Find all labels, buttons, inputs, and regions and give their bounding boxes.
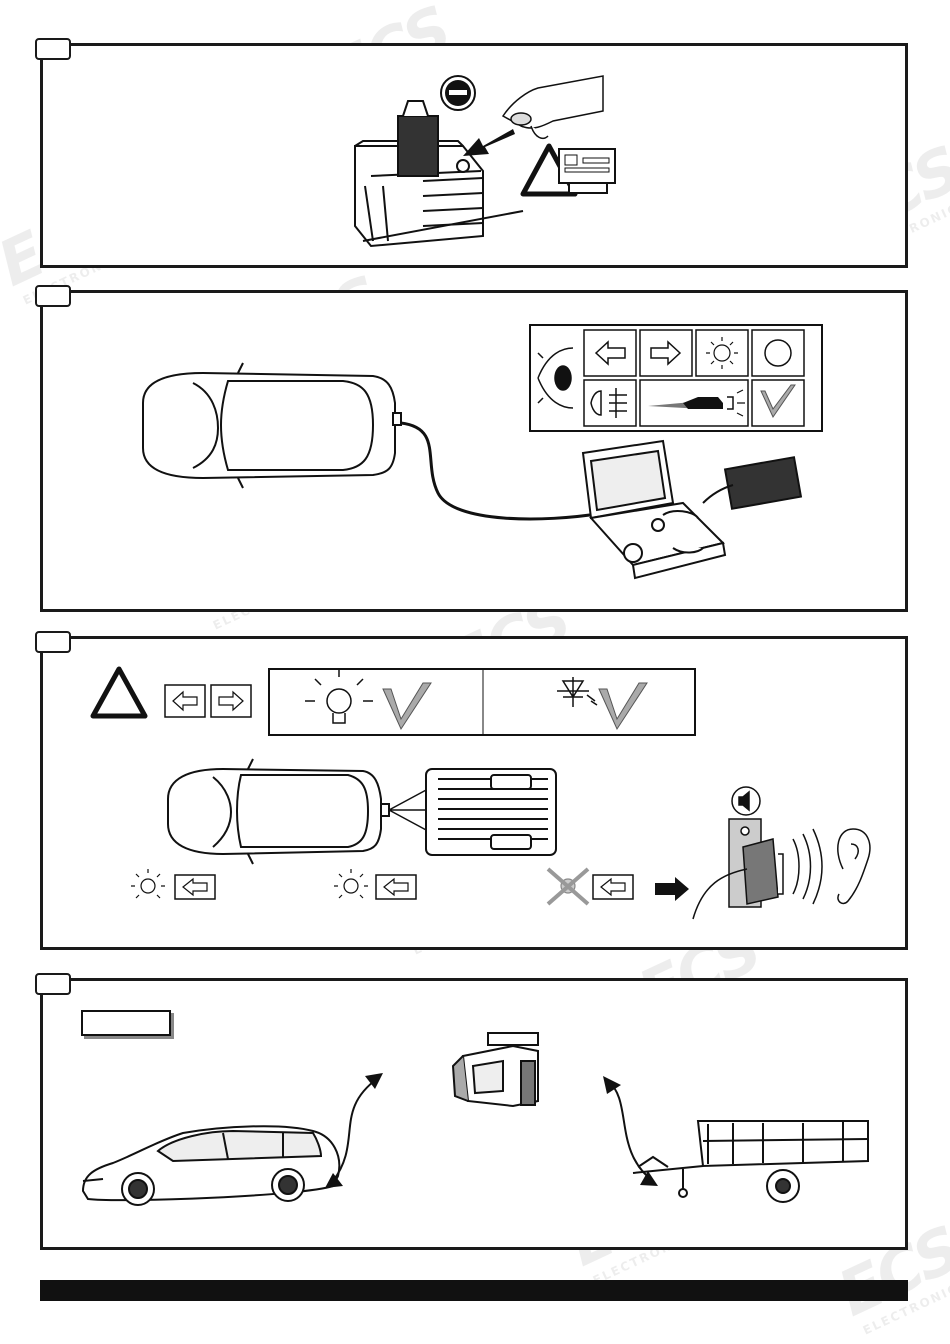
battery-icon (355, 101, 523, 246)
ear-icon (838, 829, 870, 903)
trailer-icon (426, 769, 556, 855)
tester-case-icon (583, 441, 801, 578)
socket-icon (453, 1033, 538, 1106)
arrow-icon (655, 877, 689, 901)
trailer-icon (633, 1121, 868, 1202)
car-icon (168, 759, 389, 864)
light-test-grid (530, 325, 822, 431)
speaker-icon (732, 787, 760, 815)
buzzer-icon (693, 819, 783, 919)
bulb-icon (131, 869, 165, 898)
warning-triangle-icon (93, 669, 145, 716)
step-1-panel (40, 43, 908, 268)
tow-bar (389, 789, 428, 831)
car-icon (143, 363, 401, 488)
car-icon (83, 1126, 339, 1205)
sound-waves (793, 829, 822, 904)
arrow-icon (463, 129, 515, 156)
bulb-icon (334, 869, 368, 898)
footer-bar (40, 1280, 908, 1301)
step-2-panel (40, 290, 908, 612)
circle-icon (765, 340, 791, 366)
step-4-label-box (81, 1010, 171, 1036)
bulb-crossed-icon (548, 869, 588, 904)
step-3-panel (40, 636, 908, 950)
step-4-panel (40, 978, 908, 1250)
minus-terminal-icon (441, 76, 475, 110)
hand-icon (503, 76, 603, 138)
